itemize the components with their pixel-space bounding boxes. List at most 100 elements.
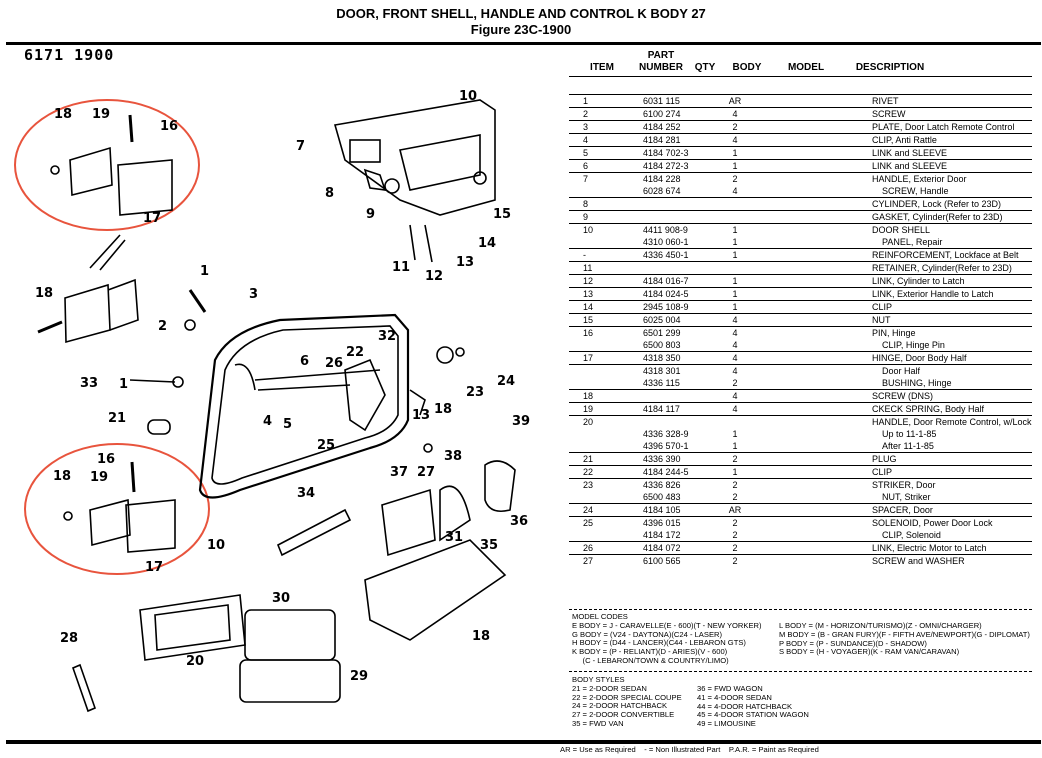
link-sleeve-6	[254, 369, 381, 381]
item-cell: 8	[569, 197, 643, 211]
part-number-cell: 4184 702-3	[643, 146, 713, 160]
qty-cell-text: 2	[732, 454, 738, 464]
item-cell	[569, 440, 643, 453]
striker-nut	[455, 347, 465, 357]
description-cell: RETAINER, Cylinder(Refer to 23D)	[872, 261, 1032, 275]
item-cell-text: 18	[583, 391, 594, 401]
callout-22: 22	[346, 345, 364, 360]
qty-cell: 1	[713, 465, 757, 479]
callout-19: 19	[92, 107, 110, 122]
col-header-model: MODEL	[787, 62, 825, 73]
model-code-line: E BODY = J - CARAVELLE(E - 600)(T - NEW …	[572, 620, 762, 630]
callout-35: 35	[480, 538, 498, 553]
qty-cell-text: 4	[732, 353, 738, 363]
part-number-cell	[643, 197, 713, 211]
item-cell-text: 19	[583, 404, 594, 414]
body-cell	[757, 364, 809, 377]
highlight-ellipse-bottom	[24, 443, 210, 575]
body-cell	[757, 529, 809, 542]
item-cell-text: 7	[583, 174, 589, 184]
callout-4: 4	[263, 414, 272, 429]
body-cell	[757, 339, 809, 352]
model-cell	[809, 452, 872, 466]
callout-33: 33	[80, 376, 98, 391]
callout-28: 28	[60, 631, 78, 646]
description-cell-text: LINK, Electric Motor to Latch	[872, 543, 987, 553]
body-style-line: 22 = 2-DOOR SPECIAL COUPE	[572, 692, 682, 702]
callout-20: 20	[186, 654, 204, 669]
part-number-cell: 6500 483	[643, 491, 713, 504]
part-number-cell: 4184 072	[643, 541, 713, 555]
item-cell: 17	[569, 351, 643, 365]
qty-cell-text: 2	[732, 530, 738, 540]
hinge-link	[89, 234, 126, 271]
description-cell-text: PLATE, Door Latch Remote Control	[872, 122, 1015, 132]
body-style-line: 45 = 4-DOOR STATION WAGON	[697, 710, 809, 720]
part-number-cell: 4184 117	[643, 402, 713, 416]
description-cell: Door Half	[872, 364, 1032, 377]
description-cell-text: SCREW	[872, 109, 906, 119]
description-cell: PANEL, Repair	[872, 236, 1032, 249]
model-cell	[809, 554, 872, 567]
qty-cell: 1	[713, 236, 757, 249]
item-cell-text: 1	[583, 96, 589, 106]
screw-2	[184, 319, 196, 331]
model-cell	[809, 326, 872, 339]
handle-mount	[349, 139, 381, 163]
item-cell: 26	[569, 541, 643, 555]
callout-12: 12	[425, 269, 443, 284]
callout-16: 16	[97, 452, 115, 467]
callout-36: 36	[510, 514, 528, 529]
body-cell	[757, 146, 809, 160]
qty-cell: 2	[713, 478, 757, 491]
part-34	[276, 508, 352, 557]
part-number-cell: 4184 105	[643, 503, 713, 517]
part-number-cell: 4318 301	[643, 364, 713, 377]
description-cell-text: CLIP	[872, 467, 893, 477]
rivet-lower	[129, 379, 176, 383]
part-number-cell: 4310 060-1	[643, 236, 713, 249]
description-cell-text: BUSHING, Hinge	[882, 378, 952, 388]
part-number-cell-text: 4184 024-5	[643, 289, 689, 299]
description-cell-text: STRIKER, Door	[872, 480, 936, 490]
qty-cell: 4	[713, 133, 757, 147]
description-cell: GASKET, Cylinder(Refer to 23D)	[872, 210, 1032, 224]
part-number-cell: 4336 450-1	[643, 248, 713, 262]
callout-17: 17	[145, 560, 163, 575]
item-cell-text: 4	[583, 135, 589, 145]
callout-37: 37	[390, 465, 408, 480]
description-cell: CLIP	[872, 465, 1032, 479]
description-cell-text: PANEL, Repair	[882, 237, 943, 247]
model-code-line: S BODY = (H - VOYAGER)(K - RAM VAN/CARAV…	[779, 647, 960, 657]
description-cell-text: CLIP, Hinge Pin	[882, 340, 945, 350]
body-cell	[757, 261, 809, 275]
description-cell: CKECK SPRING, Body Half	[872, 402, 1032, 416]
description-cell: LINK, Cylinder to Latch	[872, 274, 1032, 288]
model-code-line: K BODY = (P - RELIANT)(D - ARIES)(V - 60…	[572, 647, 728, 657]
body-cell	[757, 465, 809, 479]
qty-cell-text: AR	[728, 96, 742, 106]
qty-cell-text: 1	[732, 467, 738, 477]
description-cell: SPACER, Door	[872, 503, 1032, 517]
hinge-screw-bottom	[63, 511, 73, 521]
body-cell	[757, 440, 809, 453]
part-number-cell	[643, 389, 713, 403]
part-number-cell	[643, 261, 713, 275]
qty-cell	[713, 261, 757, 275]
description-cell-text: LINK, Exterior Handle to Latch	[872, 289, 994, 299]
qty-cell: 4	[713, 402, 757, 416]
part-number-cell-text: 6028 674	[643, 186, 681, 196]
screw-27	[423, 443, 433, 453]
description-cell-text: PLUG	[872, 454, 897, 464]
body-cell	[757, 274, 809, 288]
body-style-line: 27 = 2-DOOR CONVERTIBLE	[572, 710, 675, 720]
part-number-cell-text: 4336 826	[643, 480, 681, 490]
body-cell	[757, 172, 809, 185]
description-cell-text: LINK, Cylinder to Latch	[872, 276, 965, 286]
